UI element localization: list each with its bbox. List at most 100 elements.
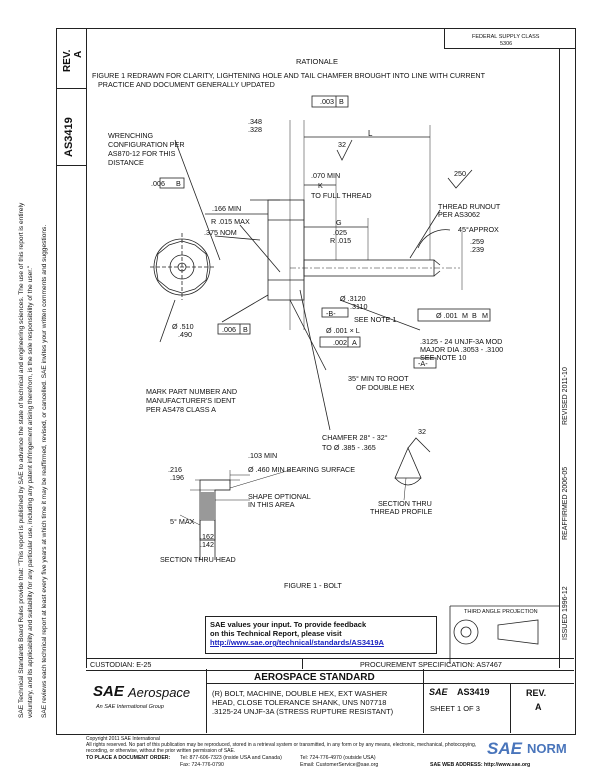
rev-box-divider: [56, 88, 86, 89]
wrenching-label-3: AS870-12 FOR THIS: [108, 149, 176, 158]
finish-250: 250: [454, 169, 466, 178]
datum-b-ref-2: B: [176, 179, 181, 188]
mark-part-1: MARK PART NUMBER AND: [146, 387, 238, 396]
datum-b-ref: B: [339, 97, 344, 106]
dim-348: .348: [248, 117, 262, 126]
dia-510: Ø .510: [172, 322, 194, 331]
title-line2: HEAD, CLOSE TOLERANCE SHANK, UNS N07718: [212, 698, 387, 707]
r-015-max: R .015 MAX: [211, 217, 250, 226]
see-note-1: SEE NOTE 1: [354, 315, 397, 324]
rev-value: A: [535, 702, 542, 712]
watermark-sae: SAE: [487, 739, 522, 758]
footer-copyright: Copyright 2011 SAE International: [86, 736, 160, 742]
sae-logo: SAE: [93, 683, 124, 700]
left-column: [56, 28, 87, 668]
thread-runout-1: THREAD RUNOUT: [438, 202, 501, 211]
pos-001: Ø .001: [436, 311, 458, 320]
title-divider-2: [423, 669, 424, 733]
dim-375: .375 NOM: [204, 228, 237, 237]
title-line3: .3125-24 UNJF-3A (STRESS RUPTURE RESISTA…: [212, 707, 394, 716]
angle-45: 45°APPROX: [458, 225, 499, 234]
aerospace-standard-heading: AEROSPACE STANDARD: [254, 672, 375, 683]
dia-001-l: Ø .001 × L: [326, 326, 360, 335]
feedback-url-link[interactable]: http://www.sae.org/technical/standards/A…: [210, 638, 384, 647]
rationale-line1: FIGURE 1 REDRAWN FOR CLARITY, LIGHTENING…: [92, 71, 485, 80]
dia-460: Ø .460 MIN BEARING SURFACE: [248, 465, 356, 474]
wrenching-label-2: CONFIGURATION PER: [108, 140, 185, 149]
dim-letter-k: K: [318, 181, 323, 190]
dim-025: .025: [333, 228, 347, 237]
thread-spec-1: .3125 - 24 UNJF-3A MOD: [420, 337, 503, 346]
feedback-line2: on this Technical Report, please visit: [210, 629, 342, 638]
tol-003: .003: [320, 97, 334, 106]
r-015: R .015: [330, 236, 352, 245]
footer-web: SAE WEB ADDRESS: http://www.sae.org: [430, 762, 531, 768]
rev-label: REV.: [526, 688, 547, 698]
rationale-line2: PRACTICE AND DOCUMENT GENERALLY UPDATED: [98, 80, 275, 89]
date-strip-divider: [559, 48, 560, 668]
mod-m2: M: [482, 311, 488, 320]
dim-142: .142: [200, 540, 214, 549]
chamfer-1: CHAMFER 28° - 32°: [322, 433, 388, 442]
dim-letter-l: L: [368, 129, 373, 138]
footer-tel: Tel: 877-606-7323 (inside USA and Canada…: [180, 755, 282, 761]
sae-small-logo: SAE: [429, 687, 448, 697]
dim-216: .216: [168, 465, 182, 474]
thread-runout-2: PER AS3062: [438, 210, 480, 219]
dim-239: .239: [470, 245, 484, 254]
dim-162: .162: [200, 532, 214, 541]
supply-class-line2: 5306: [500, 41, 513, 47]
tol-006: .006: [151, 179, 165, 188]
footer-tel2: Tel: 724-776-4970 (outside USA): [300, 755, 376, 761]
thread-profile: [394, 446, 422, 479]
footer-email: Email: CustomerService@sae.org: [300, 762, 379, 768]
dim-196: .196: [170, 473, 184, 482]
thread-spec-3: SEE NOTE 10: [420, 353, 467, 362]
section-thread-1: SECTION THRU: [378, 499, 432, 508]
mark-part-2: MANUFACTURER'S IDENT: [146, 396, 236, 405]
section-thread-2: THREAD PROFILE: [370, 507, 433, 516]
dim-103: .103 MIN: [248, 451, 278, 460]
datum-a-ref: A: [352, 338, 357, 347]
dim-070: .070 MIN: [311, 171, 341, 180]
bolt-head-side: [267, 199, 305, 301]
to-full-thread: TO FULL THREAD: [311, 191, 372, 200]
shape-optional-1: SHAPE OPTIONAL: [248, 492, 311, 501]
feedback-box: [205, 616, 437, 654]
min-35-2: OF DOUBLE HEX: [356, 383, 415, 392]
dia-3110: .3110: [350, 302, 368, 311]
thread-spec-2: MAJOR DIA .3053 - .3100: [420, 345, 504, 354]
title-line1: (R) BOLT, MACHINE, DOUBLE HEX, EXT WASHE…: [212, 689, 388, 698]
figure-caption: FIGURE 1 - BOLT: [284, 581, 342, 590]
shape-optional-2: IN THIS AREA: [248, 500, 295, 509]
footer-rights: All rights reserved. No part of this pub…: [86, 742, 477, 748]
sheet-number: SHEET 1 OF 3: [430, 704, 480, 713]
supply-class-line1: FEDERAL SUPPLY CLASS: [472, 34, 540, 40]
dia-3120: Ø .3120: [340, 294, 366, 303]
dim-490: .490: [178, 330, 192, 339]
sae-logo-tag: An SAE International Group: [96, 704, 164, 710]
procurement-label: PROCUREMENT SPECIFICATION: AS7467: [360, 660, 502, 669]
supply-class-box: [444, 28, 575, 49]
datum-b-ref-4: B: [243, 325, 248, 334]
datum-b-flag: -B-: [326, 309, 336, 318]
aerospace-logo: Aerospace: [128, 685, 191, 700]
title-divider-1: [206, 669, 207, 733]
tol-002: .002: [333, 338, 347, 347]
wrenching-label-4: DISTANCE: [108, 158, 144, 167]
finish-32b: 32: [418, 427, 426, 436]
footer-order-label: TO PLACE A DOCUMENT ORDER:: [86, 755, 171, 761]
footer-fax: Fax: 724-776-0790: [180, 762, 224, 768]
third-angle-label: THIRD ANGLE PROJECTION: [464, 609, 538, 615]
dim-259: .259: [470, 237, 484, 246]
feedback-line1: SAE values your input. To provide feedba…: [210, 620, 367, 629]
tol-008: .006: [222, 325, 236, 334]
datum-b-ref-3: B: [472, 311, 477, 320]
max-5: 5° MAX: [170, 517, 195, 526]
mod-m1: M: [462, 311, 468, 320]
title-divider-3: [510, 683, 511, 733]
finish-32: 32: [338, 140, 346, 149]
dim-letter-g: G: [336, 218, 342, 227]
dim-328: .328: [248, 125, 262, 134]
chamfer-2: TO Ø .385 - .365: [322, 443, 376, 452]
